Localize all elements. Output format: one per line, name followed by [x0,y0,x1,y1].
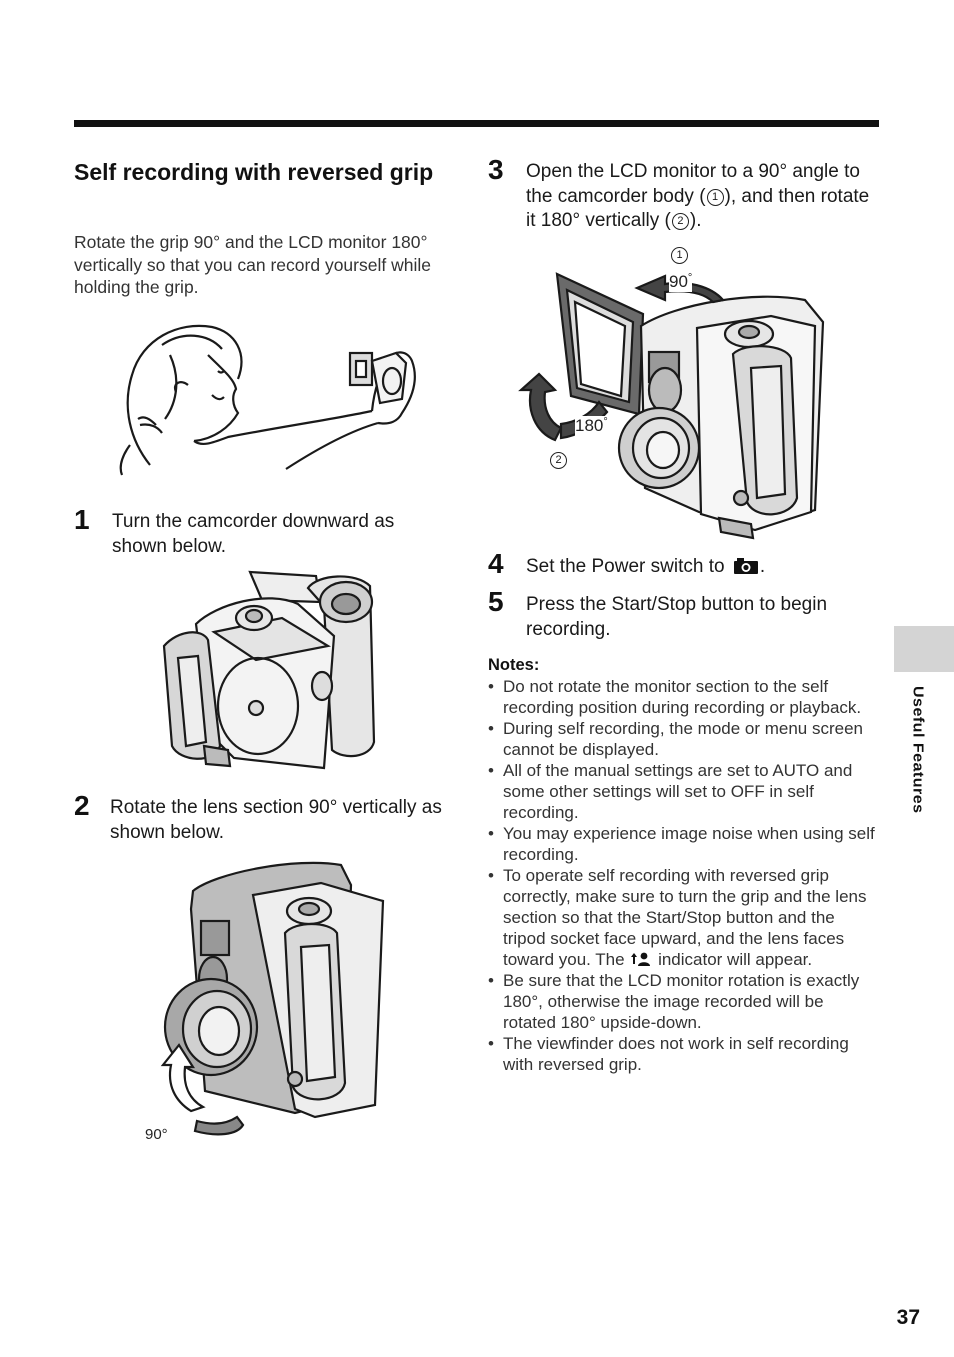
step-3-text-b: ), and then rotate it 180° vertically ( [526,185,870,232]
step-5-number: 5 [488,586,504,617]
note-item-5-b: indicator will appear. [658,950,813,969]
note-item: All of the manual settings are set to AU… [488,760,880,823]
self-recording-icon [631,952,651,966]
step-3-text: Open the LCD monitor to a 90° angle to t… [526,160,882,234]
person-self-recording-illustration [119,324,416,476]
step-3-text-a: Open the LCD monitor to a 90° angle to t… [526,161,860,207]
step-2-text: Rotate the lens section 90° vertically a… [110,797,442,843]
step-3-mark-1: 1 [706,188,724,206]
section-intro: Rotate the grip 90° and the LCD monitor … [74,232,431,297]
camera-icon [733,558,758,574]
step-3-text-c: ). [689,210,702,231]
step-4-label: Set the Power switch to [526,556,725,577]
header-rule [74,120,879,127]
step-4-end: . [759,556,766,577]
note-item: The viewfinder does not work in self rec… [488,1033,880,1075]
step-3-angle-1-label: 90° [669,272,693,292]
section-title: Self recording with reversed grip [74,159,434,185]
side-section-label: Useful Features [909,686,926,814]
lens-rotated-illustration [160,861,385,1136]
note-item: Be sure that the LCD monitor rotation is… [488,970,880,1033]
note-item: Do not rotate the monitor section to the… [488,676,880,718]
note-item: You may experience image noise when usin… [488,823,880,865]
section-tab [894,626,954,672]
note-item: During self recording, the mode or menu … [488,718,880,760]
camcorder-turned-downward-illustration [162,570,376,770]
step-2-angle-label: 90° [145,1126,168,1143]
notes-list: Do not rotate the monitor section to the… [488,676,880,1075]
notes-heading: Notes: [488,656,540,674]
note-item: To operate self recording with reversed … [488,865,880,970]
step-4-number: 4 [488,548,504,579]
lcd-monitor-rotation-illustration [518,272,825,540]
step-3-figure-mark-2: 2 [549,452,568,470]
step-4-text: Set the Power switch to . [526,555,876,580]
step-3-figure-mark-1: 1 [670,247,689,265]
step-3-angle-2-label: 180° [575,416,608,436]
note-item-5-a: To operate self recording with reversed … [503,866,867,969]
step-1-number: 1 [74,504,90,535]
step-3-mark-2: 2 [671,213,689,230]
step-5-text: Press the Start/Stop button to begin rec… [526,594,828,640]
step-2-number: 2 [74,790,90,821]
page-number: 37 [896,1306,920,1329]
step-1-text: Turn the camcorder downward as shown bel… [112,511,395,557]
step-3-number: 3 [488,154,504,185]
